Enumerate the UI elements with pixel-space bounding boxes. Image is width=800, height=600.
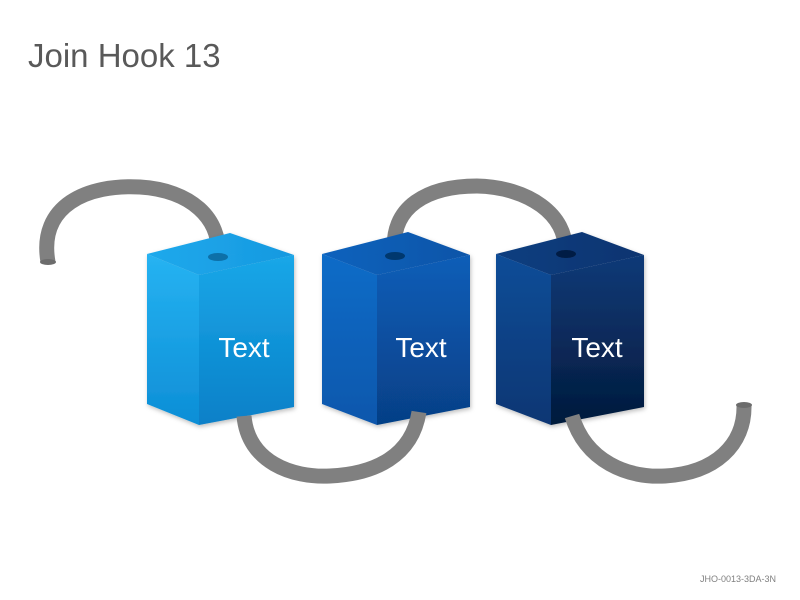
block-2-hole — [385, 252, 405, 260]
hooks-front — [236, 404, 752, 484]
slide-code: JHO-0013-3DA-3N — [699, 574, 776, 584]
hook-middle-top — [386, 178, 573, 258]
block-1-label: Text — [218, 332, 270, 363]
block-2-label: Text — [395, 332, 447, 363]
block-3-label: Text — [571, 332, 623, 363]
block-2: Text — [322, 232, 470, 425]
hooks-back — [39, 178, 573, 264]
block-2-front — [377, 255, 470, 425]
hook-right-end — [736, 402, 752, 408]
hook-bottom-right — [564, 404, 752, 484]
block-3-side — [496, 254, 551, 425]
hook-left-end — [40, 259, 56, 265]
block-3-hole — [556, 250, 576, 258]
block-2-side — [322, 254, 377, 425]
block-1-hole — [208, 253, 228, 261]
hook-bottom-left — [236, 410, 427, 484]
block-1: Text — [147, 233, 294, 425]
slide-title: Join Hook 13 — [28, 37, 221, 74]
block-3: Text — [496, 232, 644, 425]
block-3-front — [551, 255, 644, 425]
block-1-side — [147, 254, 199, 425]
block-1-front — [199, 255, 294, 425]
hook-left-top — [39, 179, 226, 264]
